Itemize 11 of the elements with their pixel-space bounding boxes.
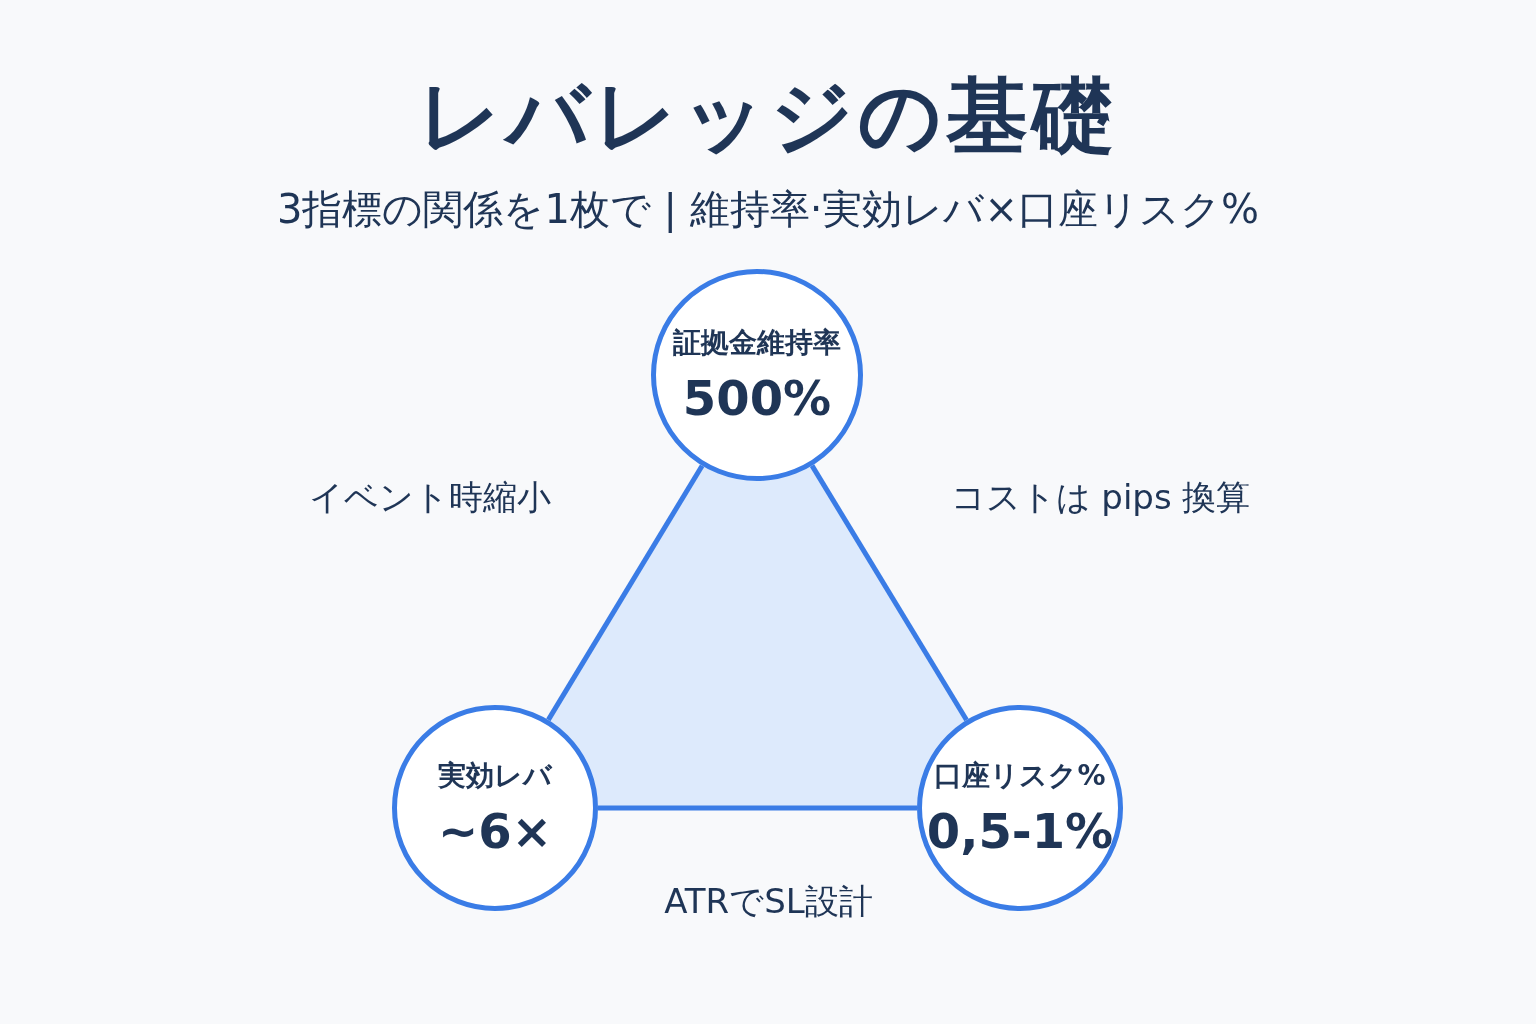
connector-line — [598, 805, 917, 811]
connector-line — [809, 464, 969, 722]
metric-name: 口座リスク% — [934, 758, 1106, 794]
metric-value: ~6× — [438, 803, 552, 859]
subtitle: 3指標の関係を1枚で | 維持率·実効レバ×口座リスク% — [275, 185, 1260, 235]
metric-value: 0,5-1% — [926, 803, 1114, 859]
metric-name: 証拠金維持率 — [673, 325, 841, 361]
connector-line — [546, 464, 705, 722]
metric-value: 500% — [682, 370, 832, 426]
title: レバレッジの基礎 — [417, 67, 1119, 165]
metric-name: 実効レバ — [438, 758, 552, 794]
